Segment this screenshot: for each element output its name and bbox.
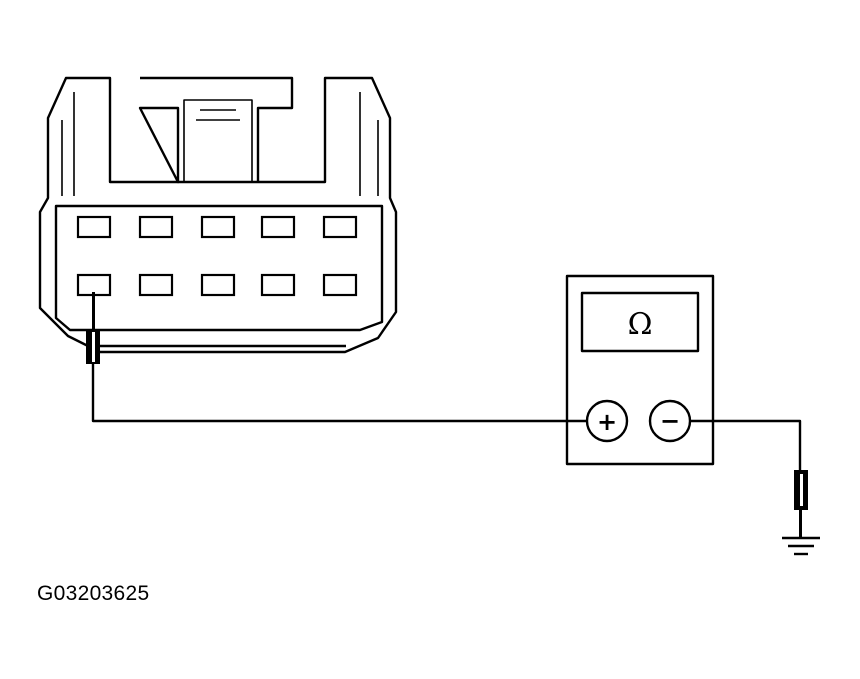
pin-cavity <box>76 215 112 239</box>
pin-cavity <box>322 273 358 297</box>
meter-display <box>580 291 700 353</box>
positive-lead-wire <box>91 364 587 423</box>
connector-body-outline <box>38 76 398 354</box>
pin-cavity <box>200 215 236 239</box>
probe-needle <box>92 292 95 332</box>
connector-latch <box>138 76 294 184</box>
pin-cavity <box>138 273 174 297</box>
ohm-symbol: Ω <box>628 307 653 342</box>
meter-body <box>565 274 715 466</box>
connector-right-rib <box>359 92 379 196</box>
positive-terminal <box>585 399 629 443</box>
positive-probe <box>86 292 100 364</box>
negative-terminal-label: − <box>660 407 680 435</box>
figure-id: G03203625 <box>37 582 150 605</box>
ohmmeter: Ω + − <box>565 274 715 466</box>
connector-face <box>54 204 384 332</box>
connector-pins <box>76 215 358 297</box>
connector-left-rib <box>61 92 75 196</box>
negative-probe <box>794 470 808 538</box>
positive-terminal-label: + <box>597 408 617 436</box>
pin-cavity <box>260 215 296 239</box>
negative-terminal <box>648 399 692 443</box>
ground-probe-highlight <box>800 474 803 506</box>
connector-latch-lock <box>183 99 253 183</box>
connector <box>38 76 398 354</box>
pin-cavity <box>138 215 174 239</box>
probe-tip-highlight <box>92 332 95 362</box>
pin-cavity <box>200 273 236 297</box>
negative-lead-wire <box>690 419 802 470</box>
ground-icon <box>782 536 820 556</box>
pin-cavity <box>260 273 296 297</box>
connector-latch-tab <box>196 109 240 121</box>
pin-cavity <box>322 215 358 239</box>
ground-probe-needle <box>799 510 802 538</box>
